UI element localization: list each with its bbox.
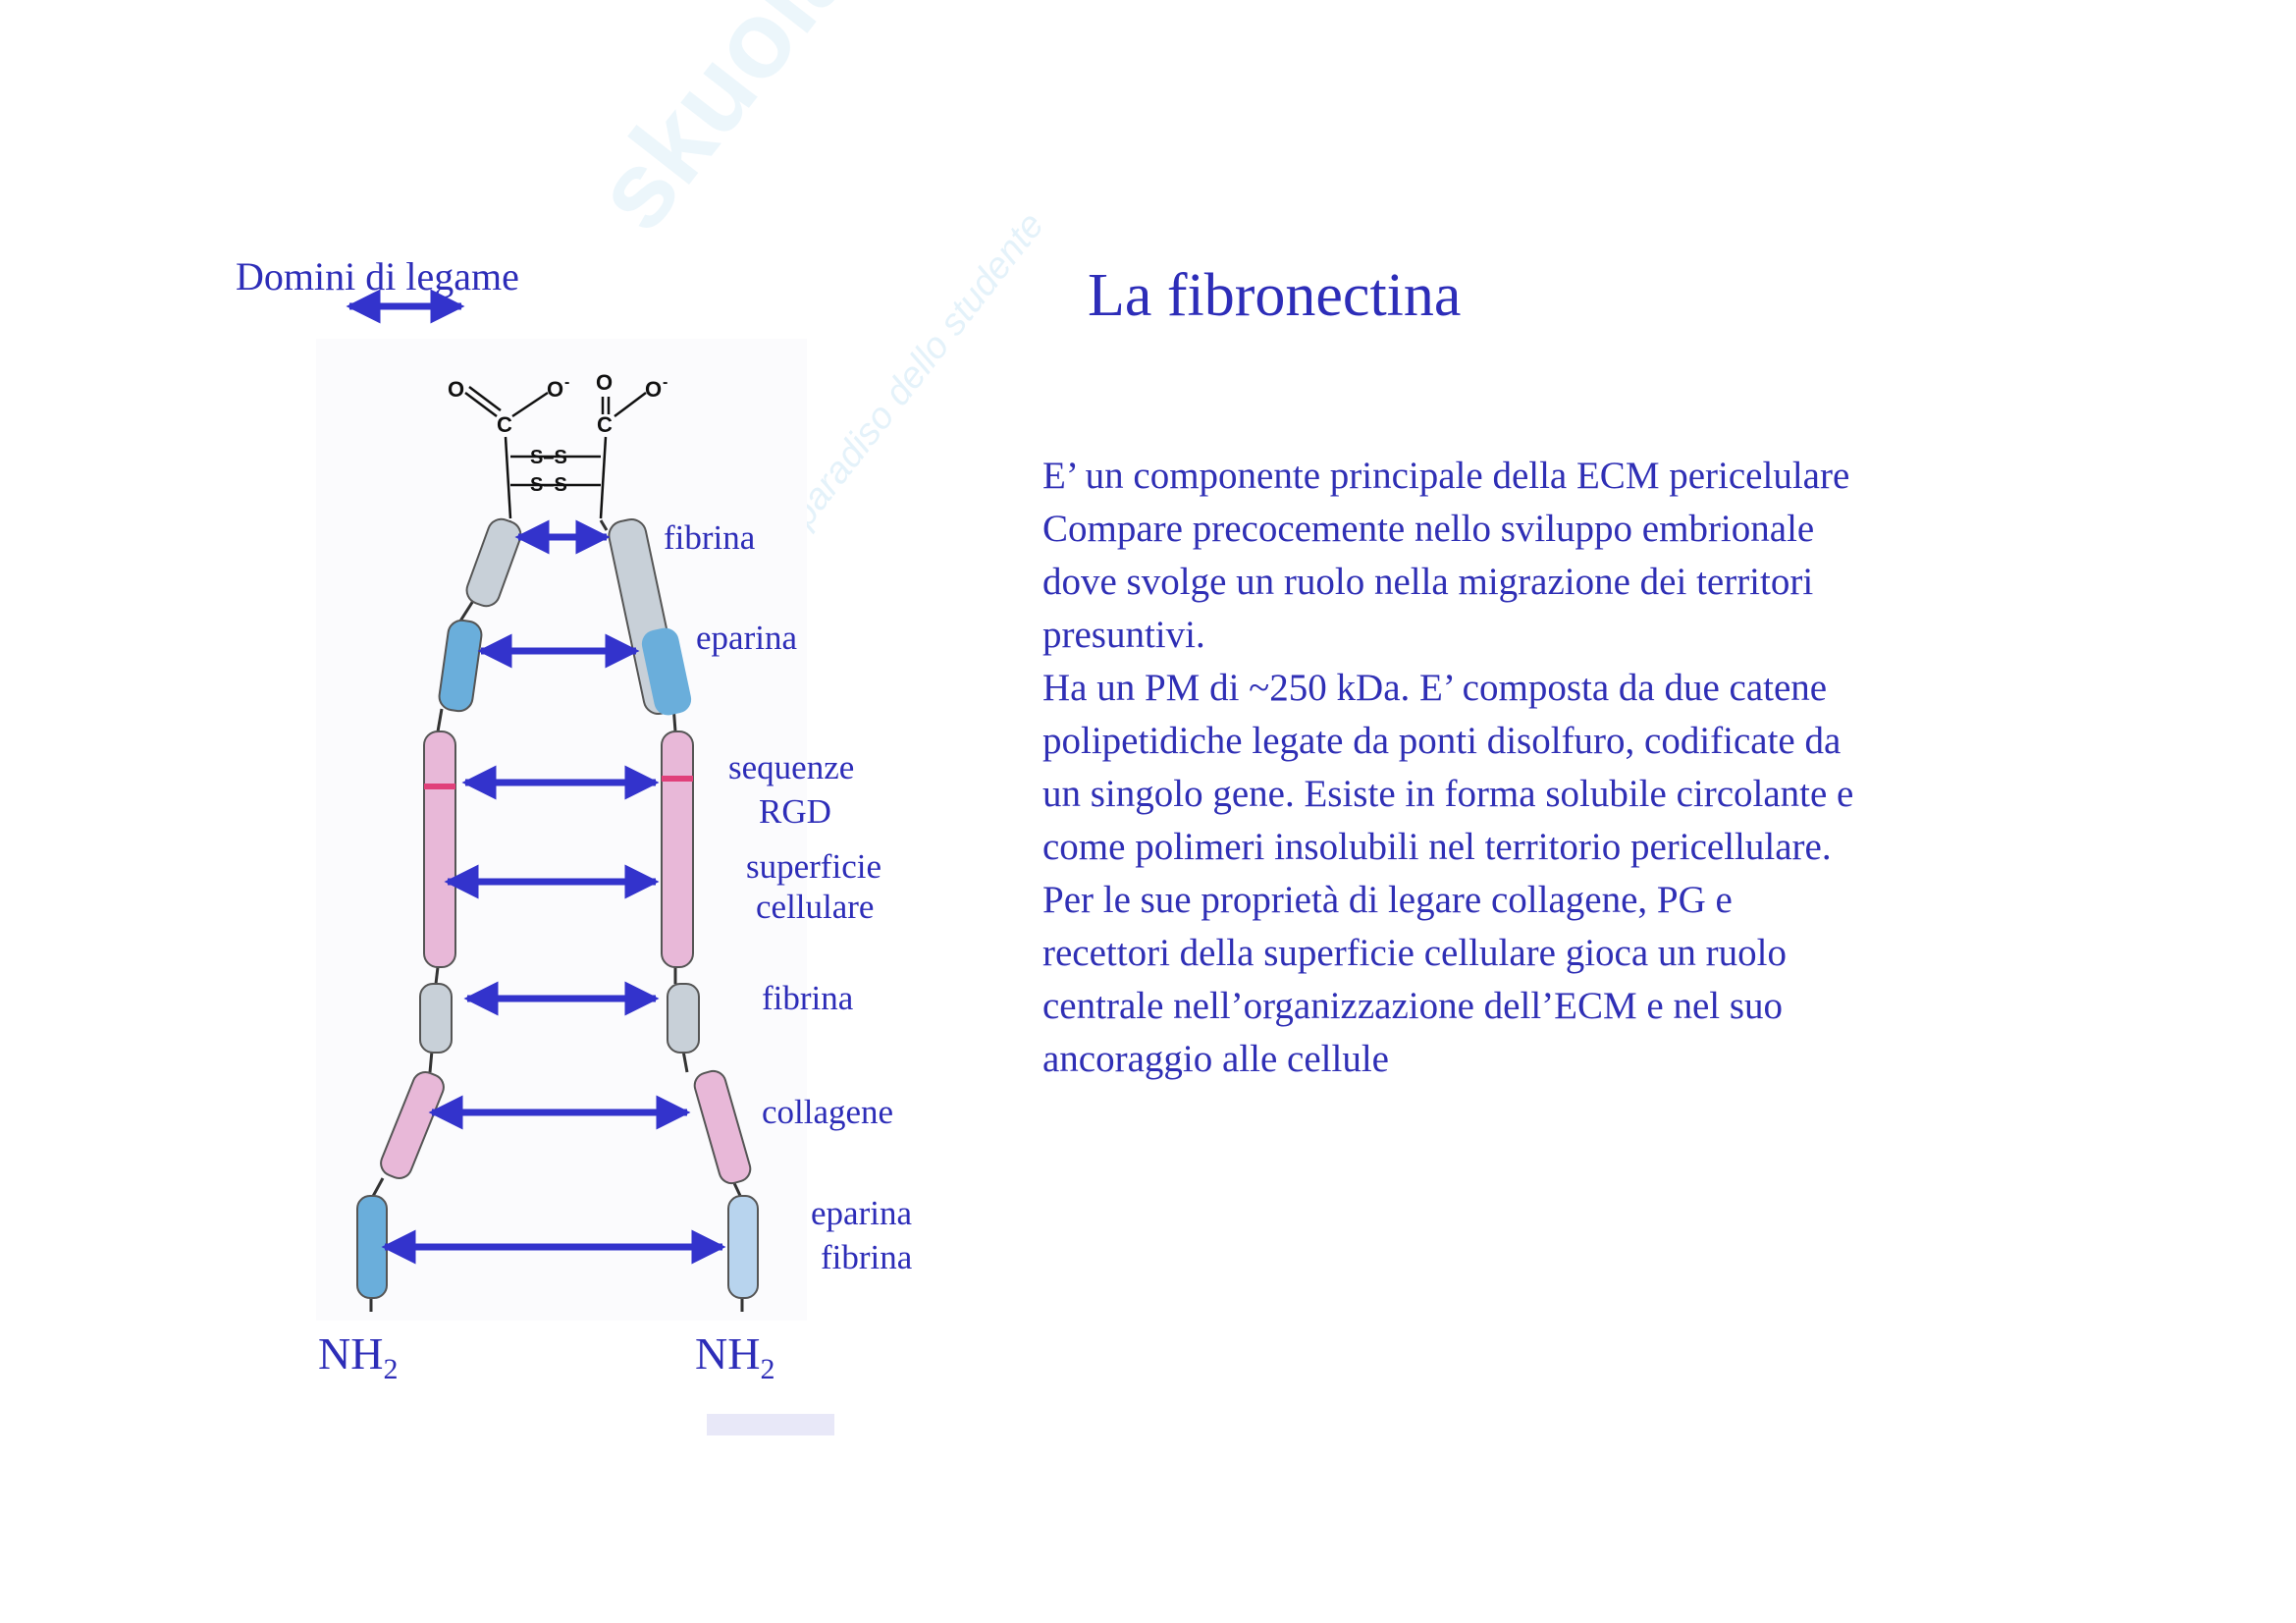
body-line: Compare precocemente nello sviluppo embr… bbox=[1042, 508, 1815, 550]
left-collagen-domain bbox=[380, 1071, 445, 1179]
n-terminus-right: NH2 bbox=[695, 1328, 775, 1385]
left-heparin-domain bbox=[438, 619, 483, 713]
body-line: dove svolge un ruolo nella migrazione de… bbox=[1042, 561, 1814, 603]
body-line: Per le sue proprietà di legare collagene… bbox=[1042, 879, 1733, 921]
left-chain bbox=[356, 517, 522, 1299]
oxygen-minus-right: O bbox=[645, 377, 662, 402]
body-line: come polimeri insolubili nel territorio … bbox=[1042, 826, 1832, 868]
slide-title: La fibronectina bbox=[1088, 262, 1462, 329]
label-fibrina-bottom: fibrina bbox=[821, 1238, 913, 1276]
left-fibrin-domain-2 bbox=[419, 983, 453, 1054]
body-line: centrale nell’organizzazione dell’ECM e … bbox=[1042, 985, 1784, 1027]
left-rgd-band bbox=[424, 784, 455, 789]
left-heparin-fibrin-domain bbox=[356, 1195, 388, 1299]
charge-left: - bbox=[564, 374, 569, 391]
right-collagen-domain bbox=[693, 1069, 752, 1185]
body-line: Ha un PM di ~250 kDa. E’ composta da due… bbox=[1042, 667, 1828, 709]
body-line: polipetidiche legate da ponti disolfuro,… bbox=[1042, 720, 1842, 762]
label-eparina-bottom: eparina bbox=[811, 1194, 912, 1232]
right-chain bbox=[608, 518, 759, 1299]
body-line: recettori della superficie cellulare gio… bbox=[1042, 932, 1787, 974]
label-collagene: collagene bbox=[762, 1093, 894, 1131]
oxygen-right: O bbox=[596, 370, 613, 395]
right-heparin-fibrin-domain bbox=[727, 1195, 759, 1299]
label-rgd: RGD bbox=[759, 792, 831, 831]
charge-right: - bbox=[663, 374, 667, 391]
right-fibrin-domain-2 bbox=[667, 983, 700, 1054]
label-fibrina-top: fibrina bbox=[664, 518, 756, 557]
label-eparina-top: eparina bbox=[696, 619, 797, 657]
body-line: E’ un componente principale della ECM pe… bbox=[1042, 455, 1850, 497]
carbon-left: C bbox=[497, 412, 512, 437]
diagram-scan-mark bbox=[707, 1414, 834, 1435]
left-fibrin-domain bbox=[465, 517, 522, 608]
label-superficie: superficie bbox=[746, 847, 881, 886]
right-heparin-shade bbox=[641, 627, 692, 716]
oxygen-minus-left: O bbox=[547, 377, 563, 402]
body-line: ancoraggio alle cellule bbox=[1042, 1038, 1389, 1080]
body-text: E’ un componente principale della ECM pe… bbox=[1042, 450, 2024, 1086]
n-terminus-left: NH2 bbox=[318, 1328, 399, 1385]
right-rgd-band bbox=[662, 776, 693, 782]
label-sequenze: sequenze bbox=[728, 748, 855, 786]
body-line: un singolo gene. Esiste in forma solubil… bbox=[1042, 773, 1854, 815]
label-fibrina-mid: fibrina bbox=[762, 979, 854, 1017]
oxygen-left: O bbox=[448, 377, 464, 402]
body-line: presuntivi. bbox=[1042, 614, 1205, 656]
label-cellulare: cellulare bbox=[756, 888, 875, 926]
carbon-right: C bbox=[597, 412, 613, 437]
chem-bonds bbox=[464, 386, 647, 519]
right-cell-binding-domain bbox=[661, 730, 694, 968]
left-cell-binding-domain bbox=[423, 730, 456, 968]
